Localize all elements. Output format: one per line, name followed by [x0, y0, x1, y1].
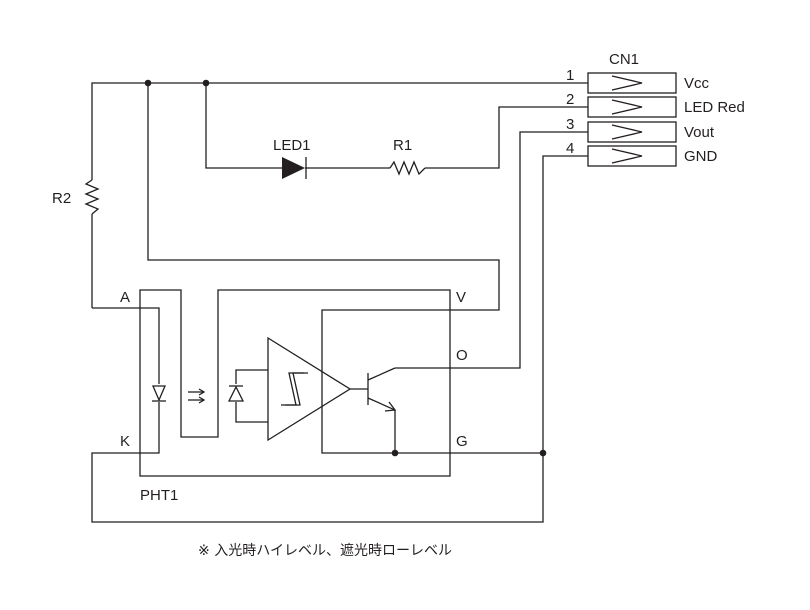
pin-number: 4 [566, 140, 574, 157]
connector-pin: 2 LED Red [566, 91, 745, 118]
r1-to-pin2-wire [425, 106, 588, 169]
pin-v-label: V [456, 289, 466, 306]
vcc-to-v-wire [147, 83, 500, 311]
led1-label: LED1 [273, 137, 311, 154]
pin-o-label: O [456, 347, 468, 364]
junction-dot [144, 79, 152, 87]
vout-wire [395, 131, 588, 369]
pin-label: LED Red [684, 99, 745, 116]
pin-g-label: G [456, 433, 468, 450]
footnote: ※ 入光時ハイレベル、遮光時ローレベル [198, 543, 452, 559]
wires [91, 82, 588, 523]
gnd-wire [91, 155, 588, 523]
led-anode-wire [205, 83, 282, 169]
r1-resistor-symbol [389, 160, 426, 176]
r2-label: R2 [52, 190, 71, 207]
pin-number: 1 [566, 67, 574, 84]
led1-symbol [282, 157, 309, 179]
pin-number: 3 [566, 116, 574, 133]
r1-label: R1 [393, 137, 412, 154]
junctions [144, 79, 547, 457]
junction-dot [202, 79, 210, 87]
connector-pin: 1 Vcc [566, 67, 710, 94]
pin-label: Vout [684, 124, 715, 141]
r2-resistor-symbol [84, 179, 100, 215]
pin-label: Vcc [684, 75, 710, 92]
vcc-bus-wire [91, 82, 588, 148]
connector-cn1: 1 Vcc 2 LED Red 3 Vout 4 GND [566, 67, 745, 167]
junction-dot [539, 449, 547, 457]
pin-number: 2 [566, 91, 574, 108]
pin-label: GND [684, 148, 718, 165]
connector-label: CN1 [609, 51, 639, 68]
pin-k-label: K [120, 433, 130, 450]
pht1-label: PHT1 [140, 487, 178, 504]
pin-a-label: A [120, 289, 130, 306]
pht1-package [139, 289, 451, 477]
connector-pin: 3 Vout [566, 116, 715, 143]
connector-pin: 4 GND [566, 140, 718, 167]
